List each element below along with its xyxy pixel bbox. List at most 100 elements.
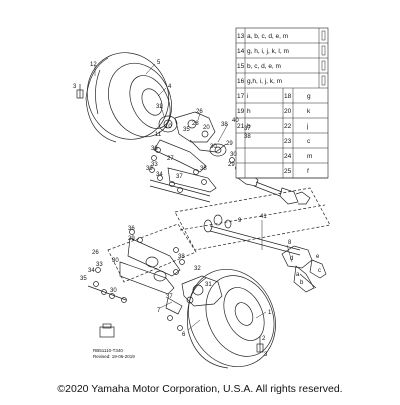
- callout-34a: 34: [156, 172, 163, 178]
- callout-26b: 26: [92, 250, 99, 256]
- callout-b: b: [300, 280, 304, 286]
- legend-right-number: 25: [284, 168, 292, 175]
- callout-7: 7: [157, 308, 161, 314]
- legend-right-text: c: [307, 138, 311, 145]
- cv-joints: [281, 245, 327, 293]
- legend-right-text: m: [307, 153, 312, 160]
- callout-2: 2: [262, 336, 266, 342]
- legend-left-number: 21: [237, 123, 245, 130]
- valve-stem-upper: [76, 84, 84, 99]
- callout-36b: 36: [128, 226, 135, 232]
- legend-right-text: g: [307, 93, 311, 100]
- copyright: ©2020 Yamaha Motor Corporation, U.S.A. A…: [57, 383, 343, 395]
- callout-12: 12: [90, 62, 97, 68]
- callout-a: a: [296, 272, 300, 278]
- callout-11: 11: [155, 132, 162, 138]
- callout-36a: 36: [151, 146, 158, 152]
- callout-8: 8: [288, 240, 292, 246]
- callout-37b: 37: [176, 174, 183, 180]
- callout-30b: 30: [230, 152, 237, 158]
- legend-row: 24 m: [236, 148, 328, 164]
- legend-left-text: g,h, i, j, k, m: [247, 78, 282, 85]
- lower-arms: [119, 237, 181, 295]
- lower-hardware: [87, 229, 185, 331]
- callout-37a: 37: [244, 126, 251, 132]
- part-number-block: RB51110-T340 Revised: 19-06-2019: [93, 348, 135, 359]
- callout-38a: 38: [221, 122, 228, 128]
- leader-lines: [94, 63, 293, 331]
- legend-left-text: i: [247, 93, 248, 100]
- legend-row: 25 f: [236, 163, 328, 179]
- callout-39: 39: [146, 166, 153, 172]
- legend-right-number: 18: [284, 93, 292, 100]
- callout-5: 5: [157, 60, 161, 66]
- callout-40: 40: [232, 118, 239, 124]
- axle-assembly-box: [174, 187, 331, 251]
- callout-32a: 32: [156, 104, 163, 110]
- callout-labels: 5 12 4 3 32 10 11 26 28 35 38 40 37 20 3…: [73, 60, 321, 358]
- callout-4: 4: [168, 84, 172, 90]
- revised-date: Revised: 19-06-2019: [93, 354, 135, 359]
- legend-right-number: 23: [284, 138, 292, 145]
- legend-right-text: f: [307, 168, 309, 175]
- legend-left-text: g, h, i, j, k, l, m: [247, 48, 289, 55]
- callout-29c: 29: [128, 236, 135, 242]
- grease-tube-icon: [321, 30, 326, 41]
- callout-c: c: [318, 268, 321, 274]
- callout-3b: 3: [264, 352, 268, 358]
- legend-left-number: 19: [237, 108, 245, 115]
- grease-tube-icon: [321, 60, 326, 71]
- callout-d: d: [290, 256, 293, 262]
- callout-30c: 30: [112, 258, 119, 264]
- callout-33a: 33: [151, 162, 158, 168]
- callout-41: 41: [260, 214, 267, 220]
- callout-30d: 30: [110, 288, 117, 294]
- callout-9: 9: [238, 218, 242, 224]
- legend-left-number: 13: [237, 33, 245, 40]
- callout-32b: 32: [194, 266, 201, 272]
- legend-left-number: 17: [237, 93, 245, 100]
- upper-wheel: [85, 52, 172, 143]
- callout-28: 28: [192, 121, 199, 127]
- callout-26a: 26: [196, 109, 203, 115]
- callout-35a: 35: [183, 127, 190, 133]
- legend-right-text: k: [307, 108, 311, 115]
- upper-arms: [149, 139, 217, 203]
- legend-left-text: b, c, d, e, m: [247, 63, 281, 70]
- legend-left-number: 14: [237, 48, 245, 55]
- upper-knuckle: [158, 111, 227, 157]
- callout-30a: 30: [210, 144, 217, 150]
- callout-34b: 34: [88, 268, 95, 274]
- legend-left-number: 16: [237, 78, 245, 85]
- grease-tube-icon: [321, 45, 326, 56]
- legend-left-number: 15: [237, 63, 245, 70]
- callout-1: 1: [268, 310, 272, 316]
- callout-37c: 37: [166, 294, 173, 300]
- callout-e: e: [316, 254, 320, 260]
- legend-right-number: 20: [284, 108, 292, 115]
- tag-part: [99, 323, 115, 338]
- grease-tube-icon: [321, 75, 326, 86]
- valve-stem-lower: [256, 336, 264, 353]
- callout-38b: 38: [200, 166, 207, 172]
- callout-31: 31: [205, 282, 212, 288]
- legend-left-text: b: [247, 123, 251, 130]
- legend-left-text: h: [247, 108, 251, 115]
- callout-29b: 29: [228, 162, 235, 168]
- callout-38c: 38: [244, 134, 251, 140]
- legend-right-number: 24: [284, 153, 292, 160]
- callout-35b: 35: [80, 276, 87, 282]
- lower-arm-box: [107, 223, 197, 283]
- lower-wheel: [187, 268, 276, 369]
- callout-38d: 38: [178, 254, 185, 260]
- part-number: RB51110-T340: [93, 348, 123, 353]
